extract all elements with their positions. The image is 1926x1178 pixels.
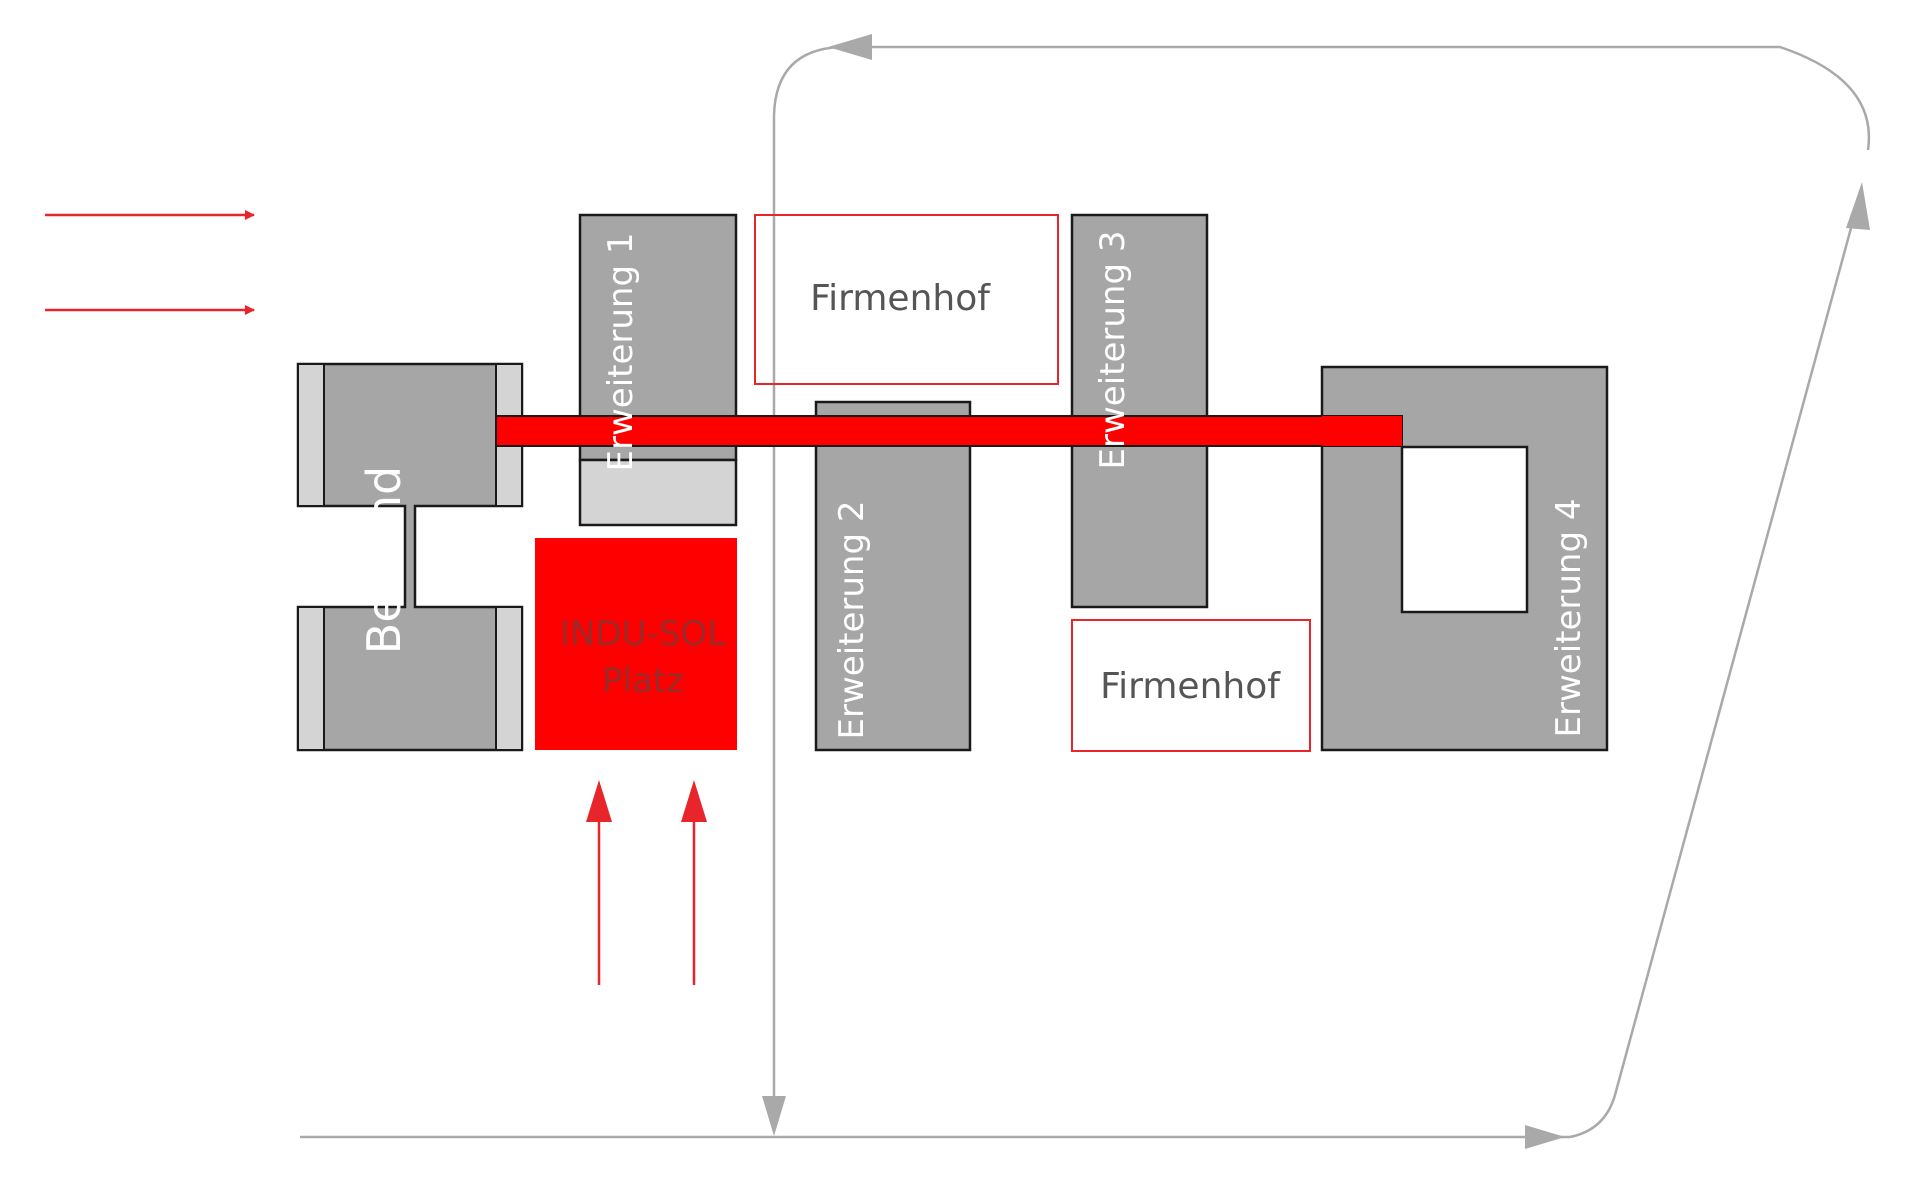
label-firmenhof-top: Firmenhof xyxy=(810,278,991,319)
corridor-bright-segment xyxy=(1322,416,1402,446)
label-erweiterung-1: Erweiterung 1 xyxy=(601,233,641,472)
building-erweiterung-3 xyxy=(1070,213,1209,609)
label-firmenhof-bottom: Firmenhof xyxy=(1100,666,1281,707)
label-erweiterung-2: Erweiterung 2 xyxy=(832,501,872,740)
arrow-south-1-head xyxy=(586,780,612,822)
road-left-vertical xyxy=(772,45,841,1120)
bestand-strip-right-bottom xyxy=(495,606,523,751)
road-loop xyxy=(300,45,1871,1139)
approach-arrows-south xyxy=(586,780,707,985)
label-platz-line1: INDU-SOL xyxy=(560,614,726,654)
arrow-south-2-head xyxy=(681,780,707,822)
road-arrowheads xyxy=(762,34,1870,1149)
firmenhof-bottom-outline xyxy=(1071,619,1311,752)
road-arrowhead-left-down xyxy=(762,1096,786,1136)
label-platz-line2: Platz xyxy=(602,661,684,701)
road-arrowhead-bottom-right xyxy=(1525,1125,1565,1149)
road-right-diagonal xyxy=(1569,194,1862,1139)
label-erweiterung-4: Erweiterung 4 xyxy=(1549,499,1589,738)
firmenhof-top-outline xyxy=(754,214,1059,385)
road-right-top-curve xyxy=(840,45,1871,151)
bestand-strip-left-top xyxy=(297,363,325,507)
building-erweiterung-2 xyxy=(814,400,972,752)
building-bestand xyxy=(296,362,524,752)
building-erweiterung-4 xyxy=(1320,365,1609,752)
label-erweiterung-3: Erweiterung 3 xyxy=(1093,231,1133,470)
connecting-corridor xyxy=(495,415,1403,447)
road-arrowhead-top-left xyxy=(828,34,872,60)
erweiterung-1-annex xyxy=(578,458,738,527)
approach-arrows-west xyxy=(45,210,255,315)
road-arrowhead-right-up xyxy=(1846,182,1870,230)
label-bestand: Bestand xyxy=(357,466,411,654)
bestand-strip-left-bottom xyxy=(297,606,325,751)
indu-sol-platz-square xyxy=(535,538,737,750)
corridor-outline xyxy=(495,415,1403,447)
